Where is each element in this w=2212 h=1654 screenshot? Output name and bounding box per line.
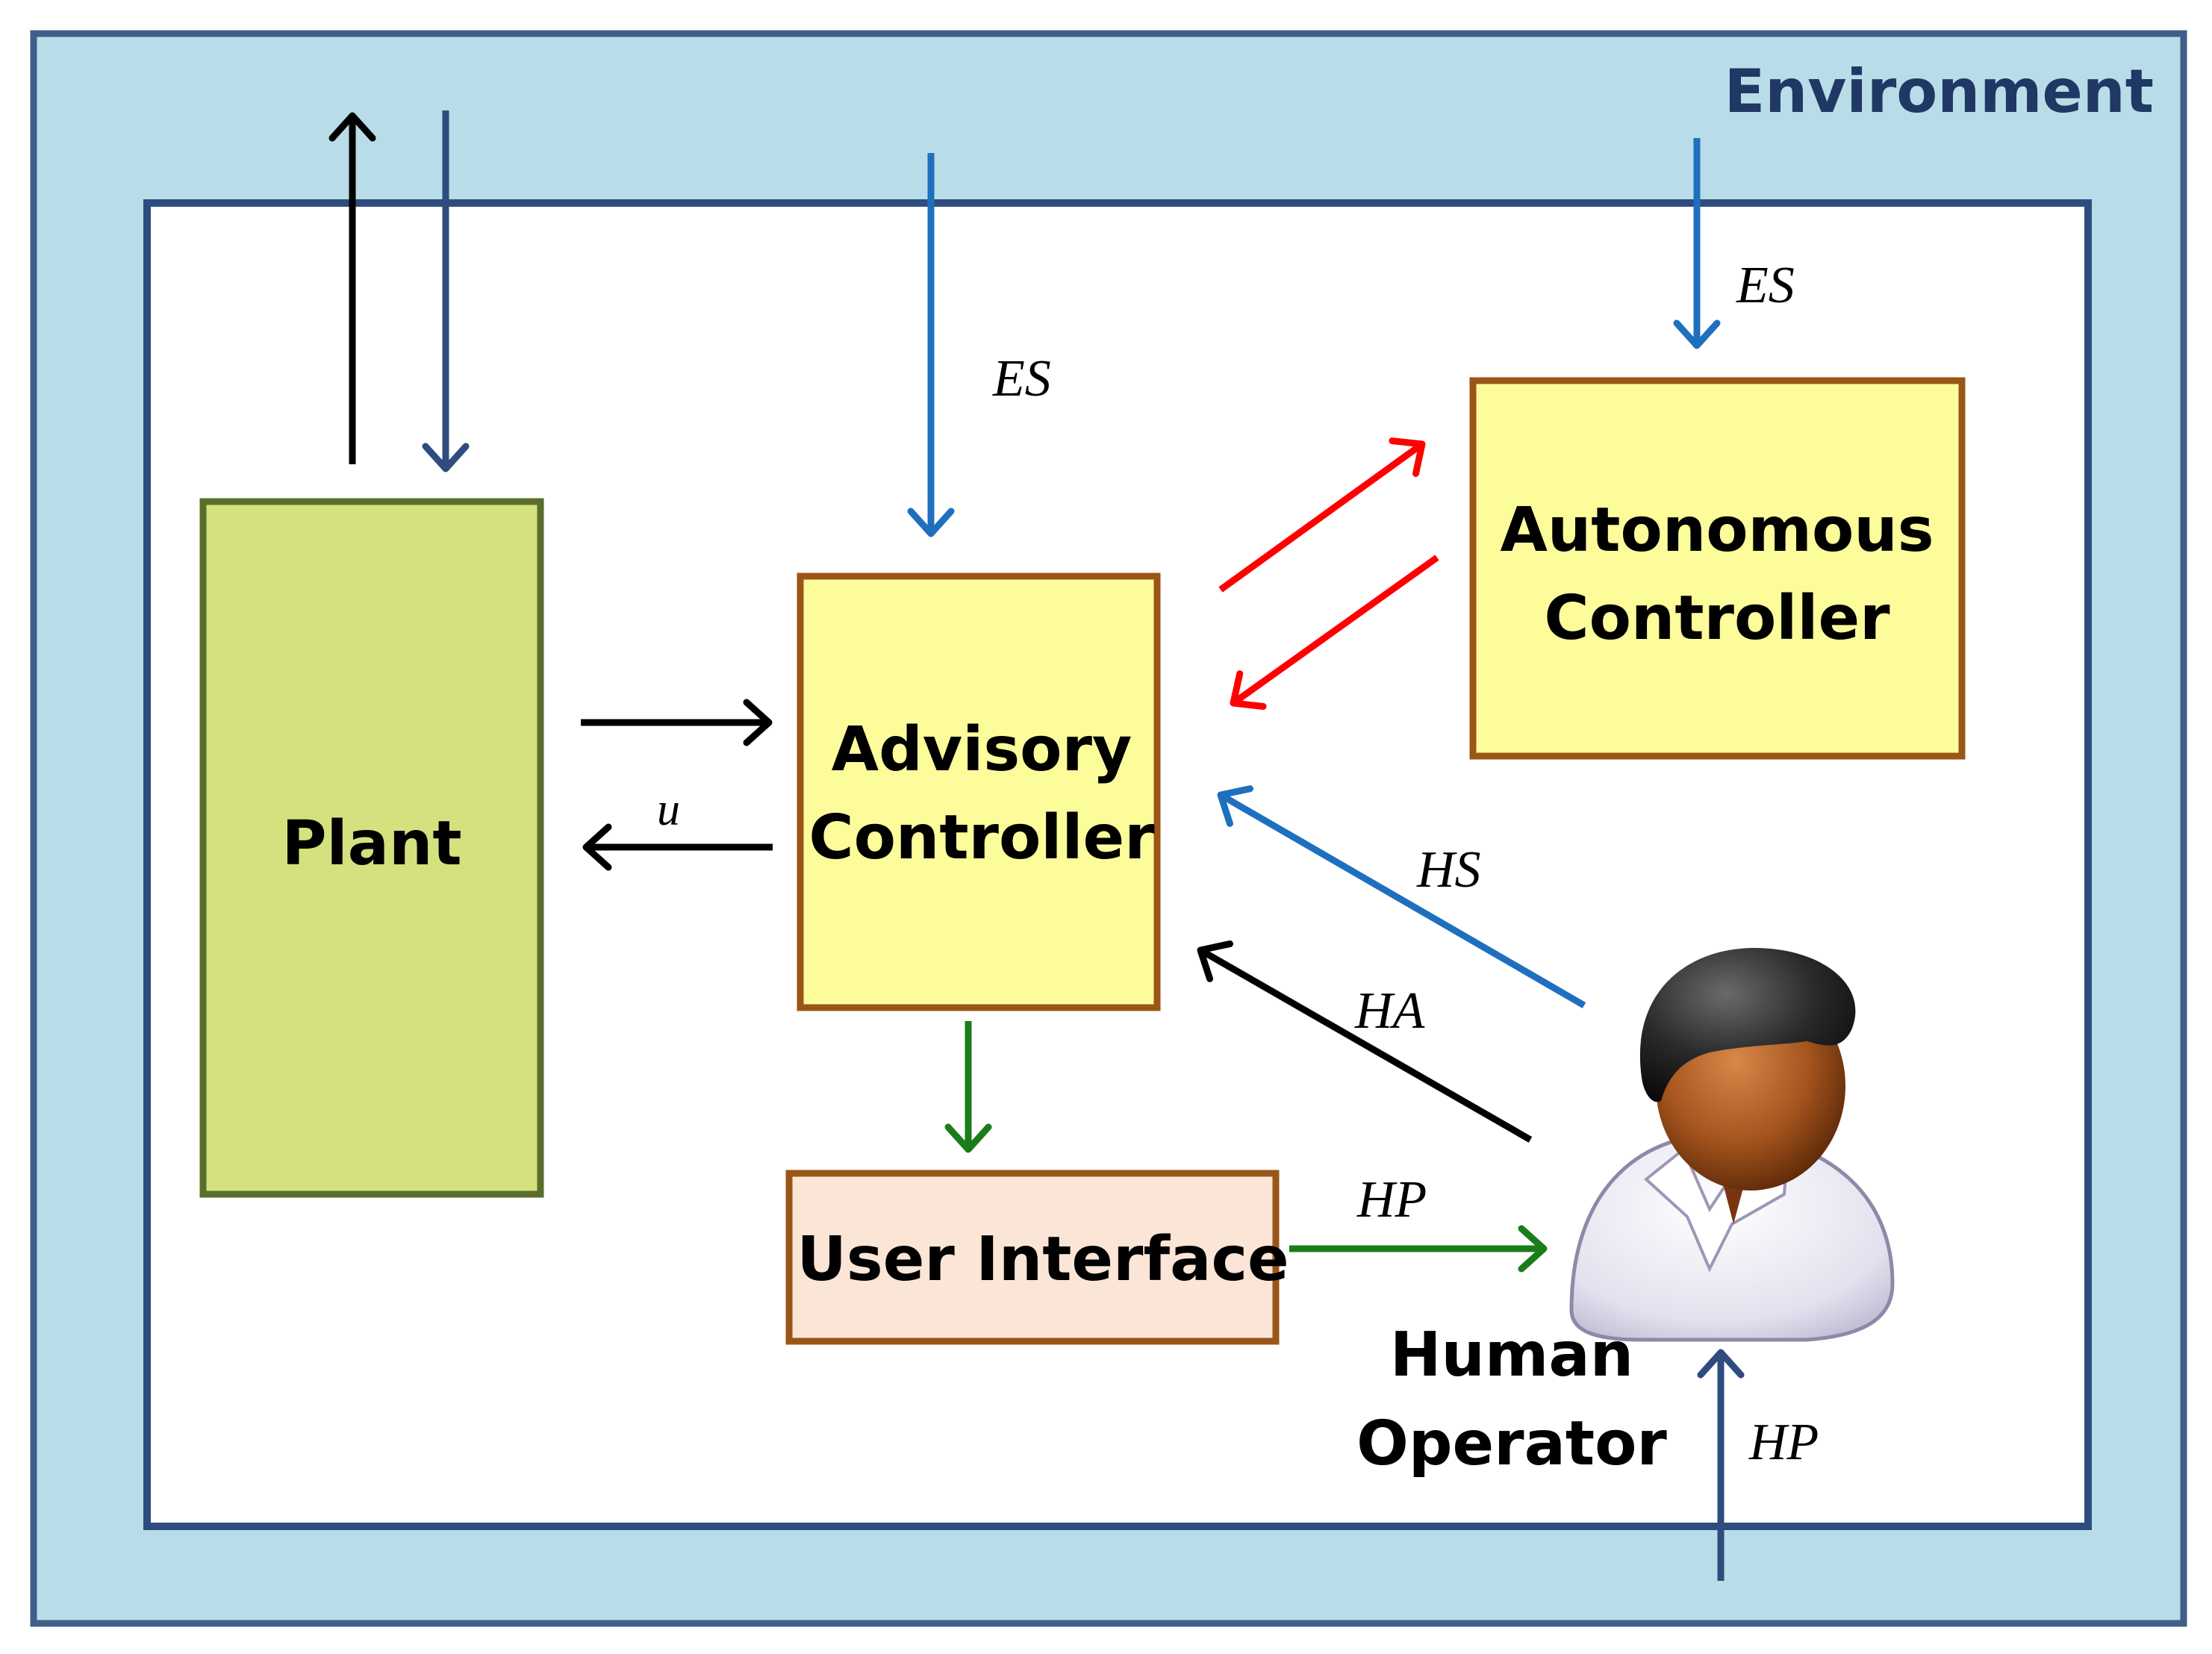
human-operator-label-line1: Human xyxy=(1390,1320,1633,1391)
user-interface-label: User Interface xyxy=(797,1224,1289,1295)
es-advisory-label: ES xyxy=(992,350,1051,408)
ha-arrow xyxy=(1197,940,1533,1143)
es-autonomous-label: ES xyxy=(1736,257,1795,314)
hs-label: HS xyxy=(1416,841,1481,899)
user-interface-block xyxy=(785,1170,1280,1345)
autonomous-controller-label-line2: Controller xyxy=(1544,583,1890,654)
hp-env-label: HP xyxy=(1748,1414,1819,1471)
plant-label: Plant xyxy=(281,808,461,879)
advisory-controller-label-line2: Controller xyxy=(809,802,1155,873)
plant-block xyxy=(199,498,544,1198)
hs-arrow xyxy=(1217,785,1586,1008)
u-label: u xyxy=(657,784,680,835)
advisory-controller-label-line1: Advisory xyxy=(832,714,1133,785)
advisory-to-autonomous-arrow xyxy=(1218,437,1426,593)
advisory-controller-block xyxy=(797,572,1161,1011)
human-operator-label-line2: Operator xyxy=(1356,1408,1667,1479)
autonomous-controller-label-line1: Autonomous xyxy=(1500,495,1934,566)
autonomous-controller-block xyxy=(1469,377,1966,760)
environment-label: Environment xyxy=(1725,57,2154,126)
hp-ui-label: HP xyxy=(1356,1171,1427,1229)
ha-label: HA xyxy=(1354,982,1425,1040)
autonomous-to-advisory-arrow xyxy=(1230,555,1439,711)
person-icon xyxy=(1569,948,1895,1342)
